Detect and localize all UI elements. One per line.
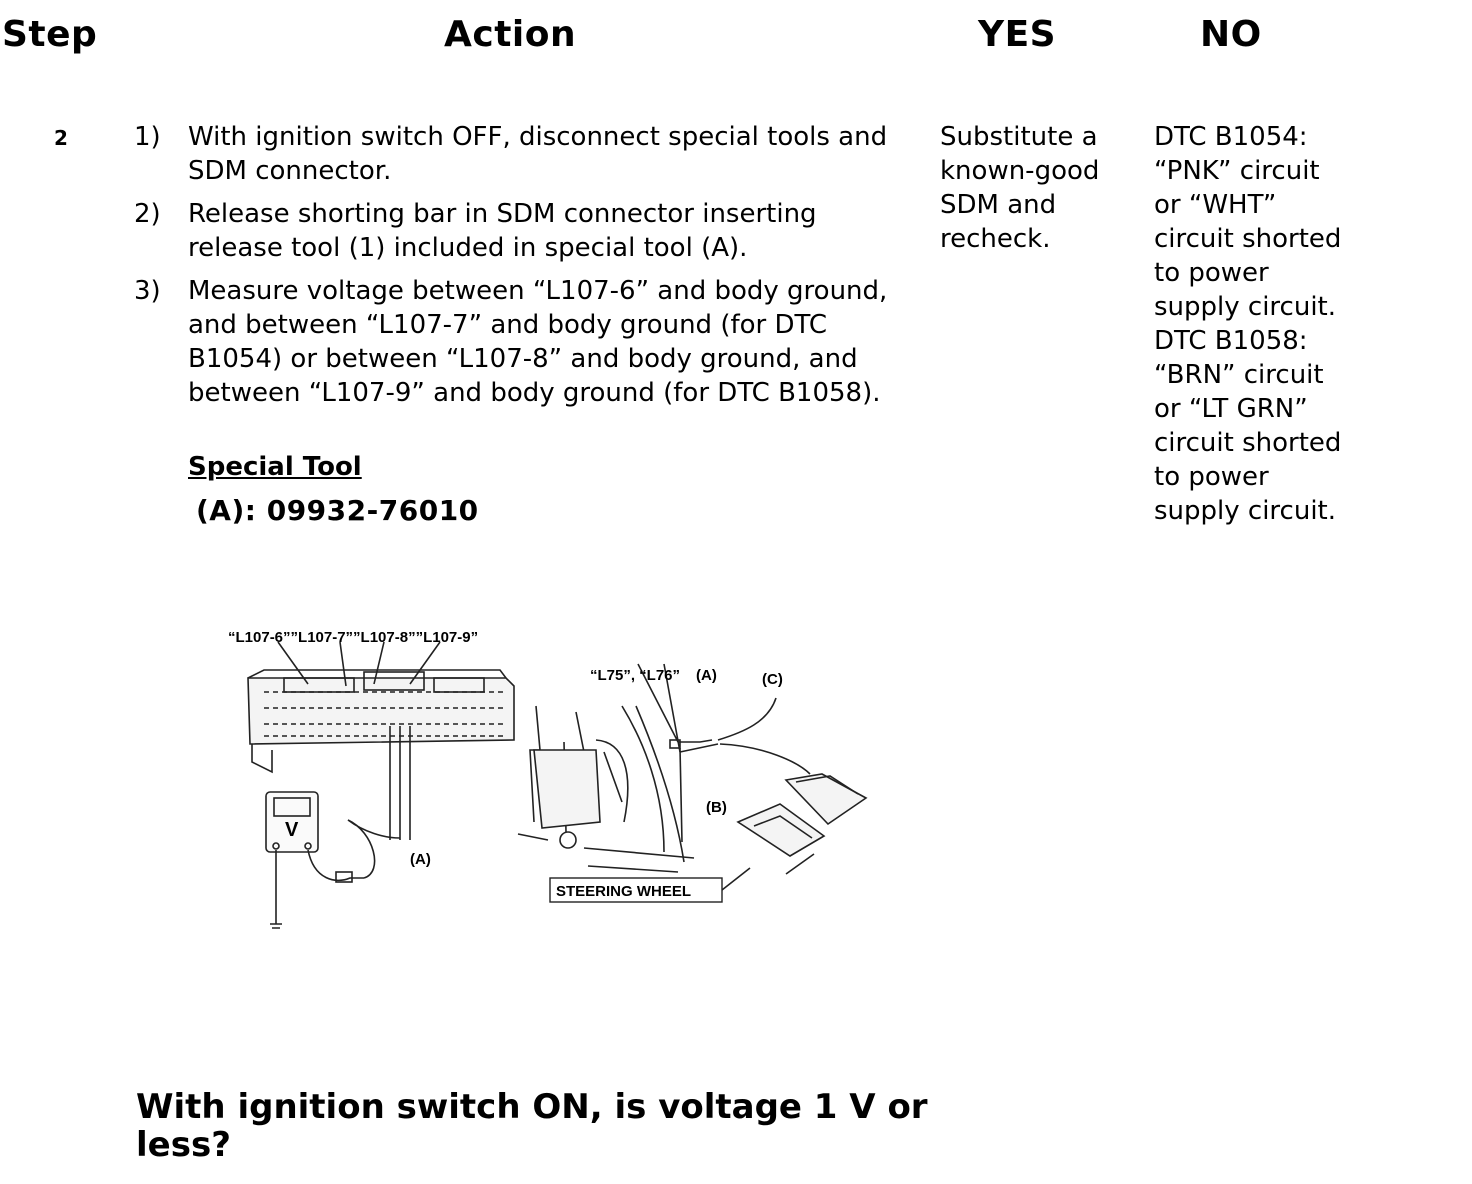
action-item: 2) Release shorting bar in SDM connector… bbox=[134, 197, 914, 265]
special-tool-number: (A): 09932-76010 bbox=[196, 494, 479, 527]
header-step: Step bbox=[2, 14, 98, 55]
header-yes: YES bbox=[978, 14, 1057, 55]
no-result: DTC B1054: “PNK” circuit or “WHT” circui… bbox=[1154, 120, 1354, 528]
action-item: 3) Measure voltage between “L107-6” and … bbox=[134, 274, 914, 410]
check-question: With ignition switch ON, is voltage 1 V … bbox=[136, 1087, 928, 1165]
action-item-number: 3) bbox=[134, 276, 161, 306]
action-item-number: 1) bbox=[134, 122, 161, 152]
header-action: Action bbox=[444, 14, 577, 55]
label-tool-a-upper: (A) bbox=[696, 667, 717, 684]
yes-result: Substitute a known-good SDM and recheck. bbox=[940, 122, 1100, 254]
steering-column-illustration bbox=[517, 663, 868, 903]
no-result-b1058: DTC B1058: “BRN” circuit or “LT GRN” cir… bbox=[1154, 326, 1342, 526]
action-item: 1) With ignition switch OFF, disconnect … bbox=[134, 120, 914, 188]
special-tool-heading: Special Tool bbox=[188, 452, 362, 482]
wiring-diagram: “L107-6””L107-7””L107-8””L107-9” V (A) “… bbox=[228, 629, 868, 929]
voltmeter-illustration bbox=[265, 791, 401, 929]
step-number: 2 bbox=[54, 126, 68, 150]
header-no: NO bbox=[1200, 14, 1262, 55]
voltmeter-symbol: V bbox=[285, 819, 299, 841]
action-item-text: With ignition switch OFF, disconnect spe… bbox=[188, 122, 888, 186]
no-result-b1054: DTC B1054: “PNK” circuit or “WHT” circui… bbox=[1154, 122, 1342, 322]
label-tool-b: (B) bbox=[706, 799, 727, 816]
label-tool-a: (A) bbox=[410, 851, 431, 868]
action-item-number: 2) bbox=[134, 199, 161, 229]
label-l75-l76: “L75”, “L76” bbox=[590, 667, 680, 684]
action-list: 1) With ignition switch OFF, disconnect … bbox=[134, 120, 914, 419]
label-steering-wheel: STEERING WHEEL bbox=[556, 883, 691, 900]
label-connector-terminals: “L107-6””L107-7””L107-8””L107-9” bbox=[228, 629, 478, 646]
action-item-text: Release shorting bar in SDM connector in… bbox=[188, 199, 817, 263]
action-item-text: Measure voltage between “L107-6” and bod… bbox=[188, 276, 888, 408]
label-tool-c: (C) bbox=[762, 671, 783, 688]
sdm-connector-illustration bbox=[247, 641, 515, 774]
